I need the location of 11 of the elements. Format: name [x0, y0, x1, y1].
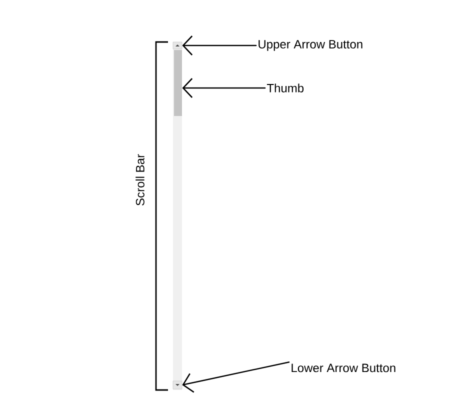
callout-label: Thumb [266, 84, 304, 92]
scroll-bar-label: Scroll Bar [136, 154, 144, 206]
arrow-button [172, 380, 182, 390]
callout-label: Upper Arrow Button [258, 40, 362, 51]
scroll-track [172, 42, 182, 390]
leader-arrow [182, 36, 257, 56]
leader-arrow [182, 78, 266, 98]
scroll-thumb [174, 50, 182, 116]
callout-label: Lower Arrow Button [292, 364, 396, 372]
arrow-button [172, 42, 182, 50]
leader-arrow [182, 361, 290, 393]
